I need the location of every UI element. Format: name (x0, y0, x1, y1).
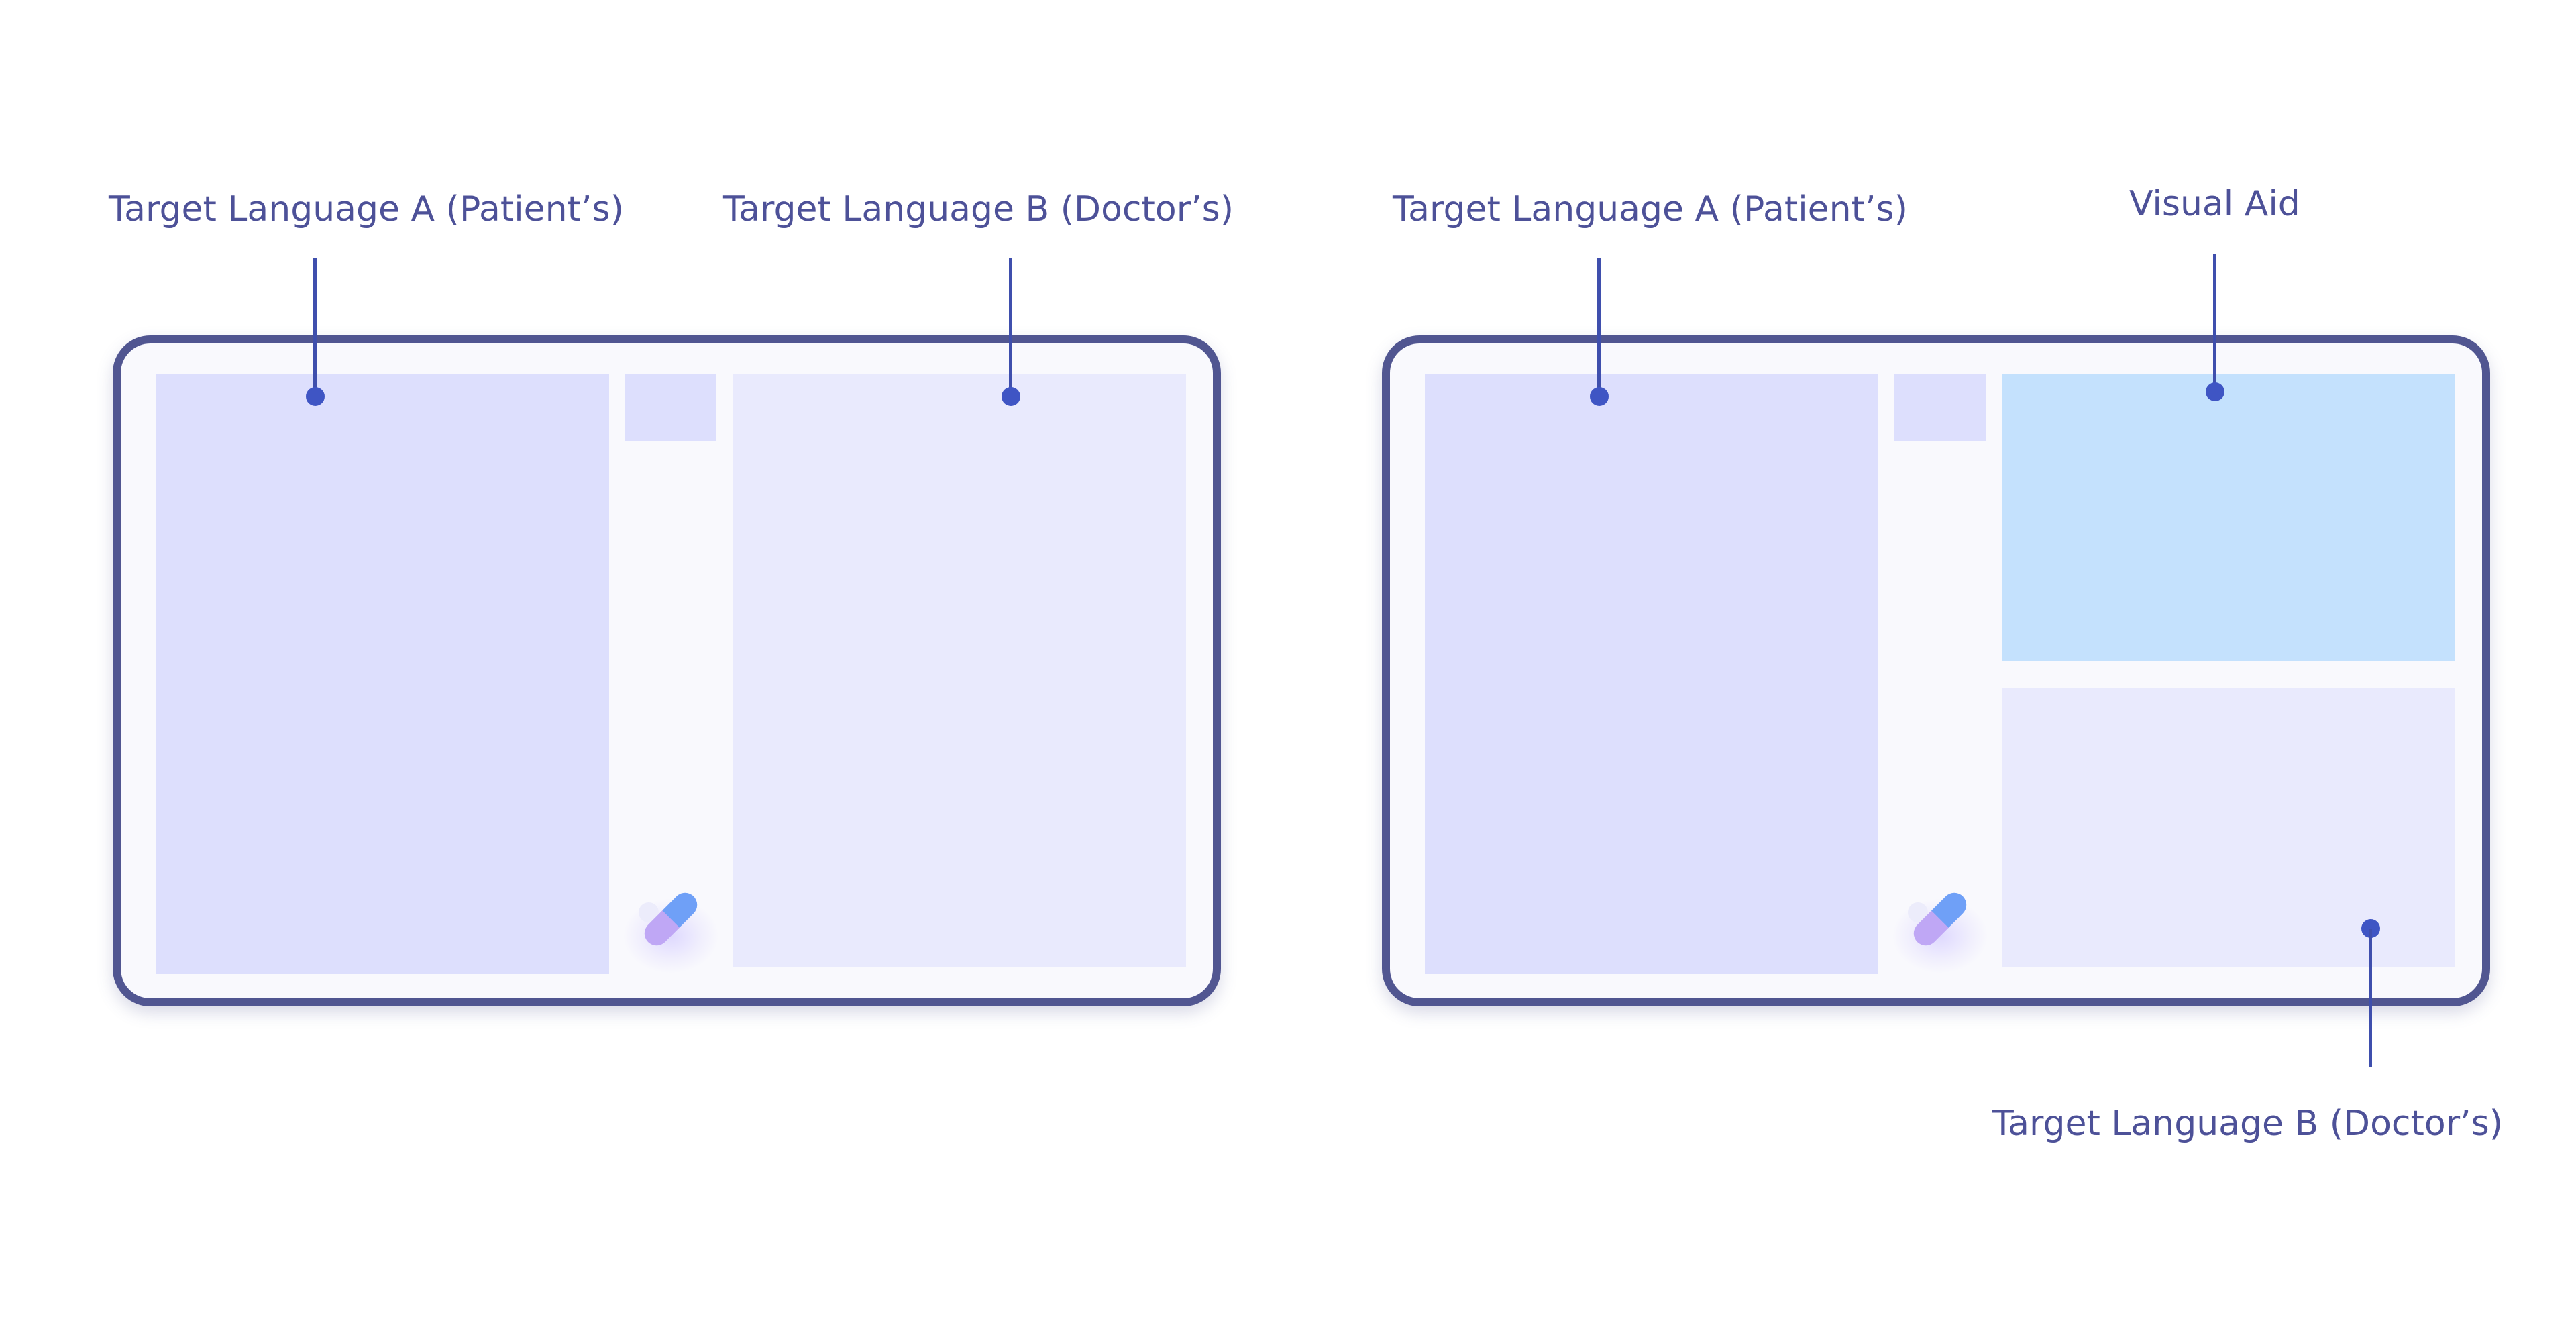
pointer-dot-a (1590, 387, 1609, 406)
leader-line-visual-aid (2213, 254, 2216, 392)
toggle-tab (1894, 374, 1986, 441)
label-target-language-a: Target Language A (Patient’s) (1393, 189, 1908, 229)
leader-line-b (1009, 258, 1012, 396)
toggle-tab (625, 374, 716, 441)
label-target-language-a: Target Language A (Patient’s) (109, 189, 624, 229)
label-target-language-b: Target Language B (Doctor’s) (1992, 1104, 2503, 1144)
tablet-frame (113, 335, 1221, 1006)
label-visual-aid: Visual Aid (2129, 184, 2300, 224)
leader-line-a (1597, 258, 1601, 396)
label-target-language-b: Target Language B (Doctor’s) (723, 189, 1234, 229)
tablet-frame (1382, 335, 2490, 1006)
panel-target-language-b (733, 374, 1186, 967)
pointer-dot-visual-aid (2206, 382, 2224, 401)
diagram-two-panel-layout: Target Language A (Patient’s) Target Lan… (0, 0, 1275, 1323)
panel-target-language-b (2002, 688, 2455, 967)
panel-target-language-a (1425, 374, 1878, 974)
pointer-dot-b (1002, 387, 1020, 406)
panel-target-language-a (156, 374, 609, 974)
pointer-dot-a (306, 387, 325, 406)
panel-visual-aid (2002, 374, 2455, 662)
leader-line-b (2369, 929, 2372, 1067)
leader-line-a (313, 258, 317, 396)
diagram-visual-aid-layout: Target Language A (Patient’s) Visual Aid… (1275, 0, 2576, 1323)
